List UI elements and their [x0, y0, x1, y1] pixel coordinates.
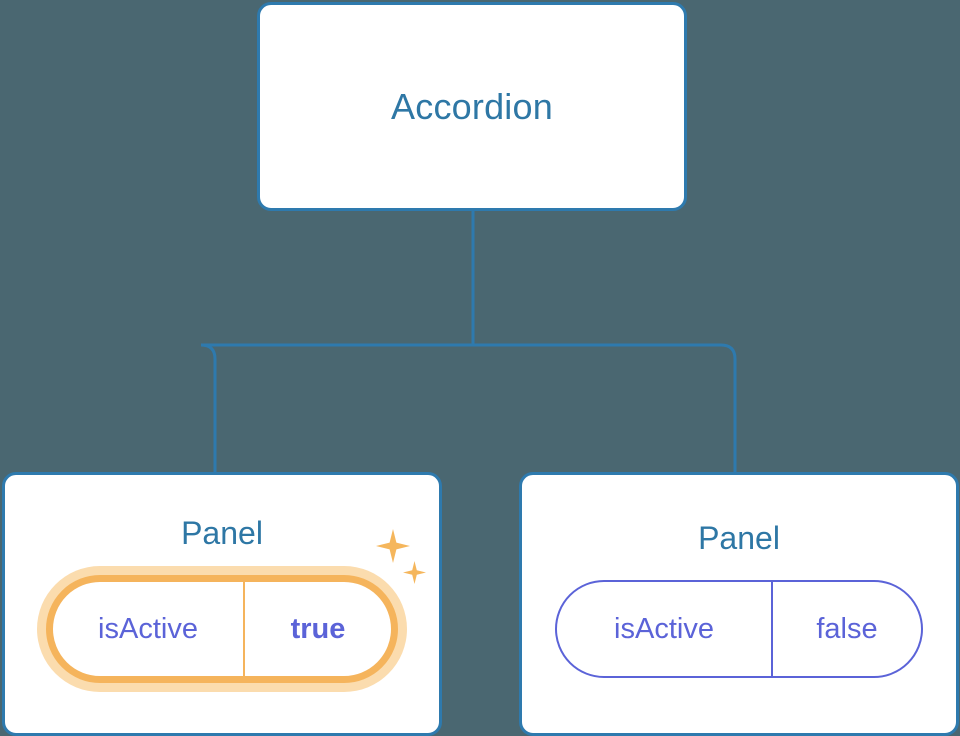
prop-pill-isactive-false[interactable]: isActive false — [555, 580, 923, 678]
sparkle-icon — [376, 529, 410, 563]
connector-to-panel-left — [200, 343, 475, 474]
node-panel-left-title: Panel — [181, 515, 263, 551]
node-panel-right-title: Panel — [698, 520, 780, 556]
prop-value-label: false — [771, 582, 921, 676]
prop-pill-isactive-true[interactable]: isActive true — [46, 575, 398, 683]
prop-pill-right-wrapper: isActive false — [555, 580, 923, 678]
sparkle-icon — [403, 561, 426, 584]
node-accordion[interactable]: Accordion — [257, 2, 687, 211]
prop-key-label: isActive — [98, 612, 198, 645]
prop-value-label: true — [243, 582, 391, 676]
node-panel-right[interactable]: Panel isActive false — [519, 472, 959, 736]
prop-key-label: isActive — [614, 612, 714, 645]
prop-pill-left-wrapper: isActive true — [46, 529, 426, 683]
node-accordion-title: Accordion — [391, 85, 553, 127]
node-panel-left[interactable]: Panel isActive true — [2, 472, 442, 736]
connector-to-panel-right — [471, 343, 737, 474]
